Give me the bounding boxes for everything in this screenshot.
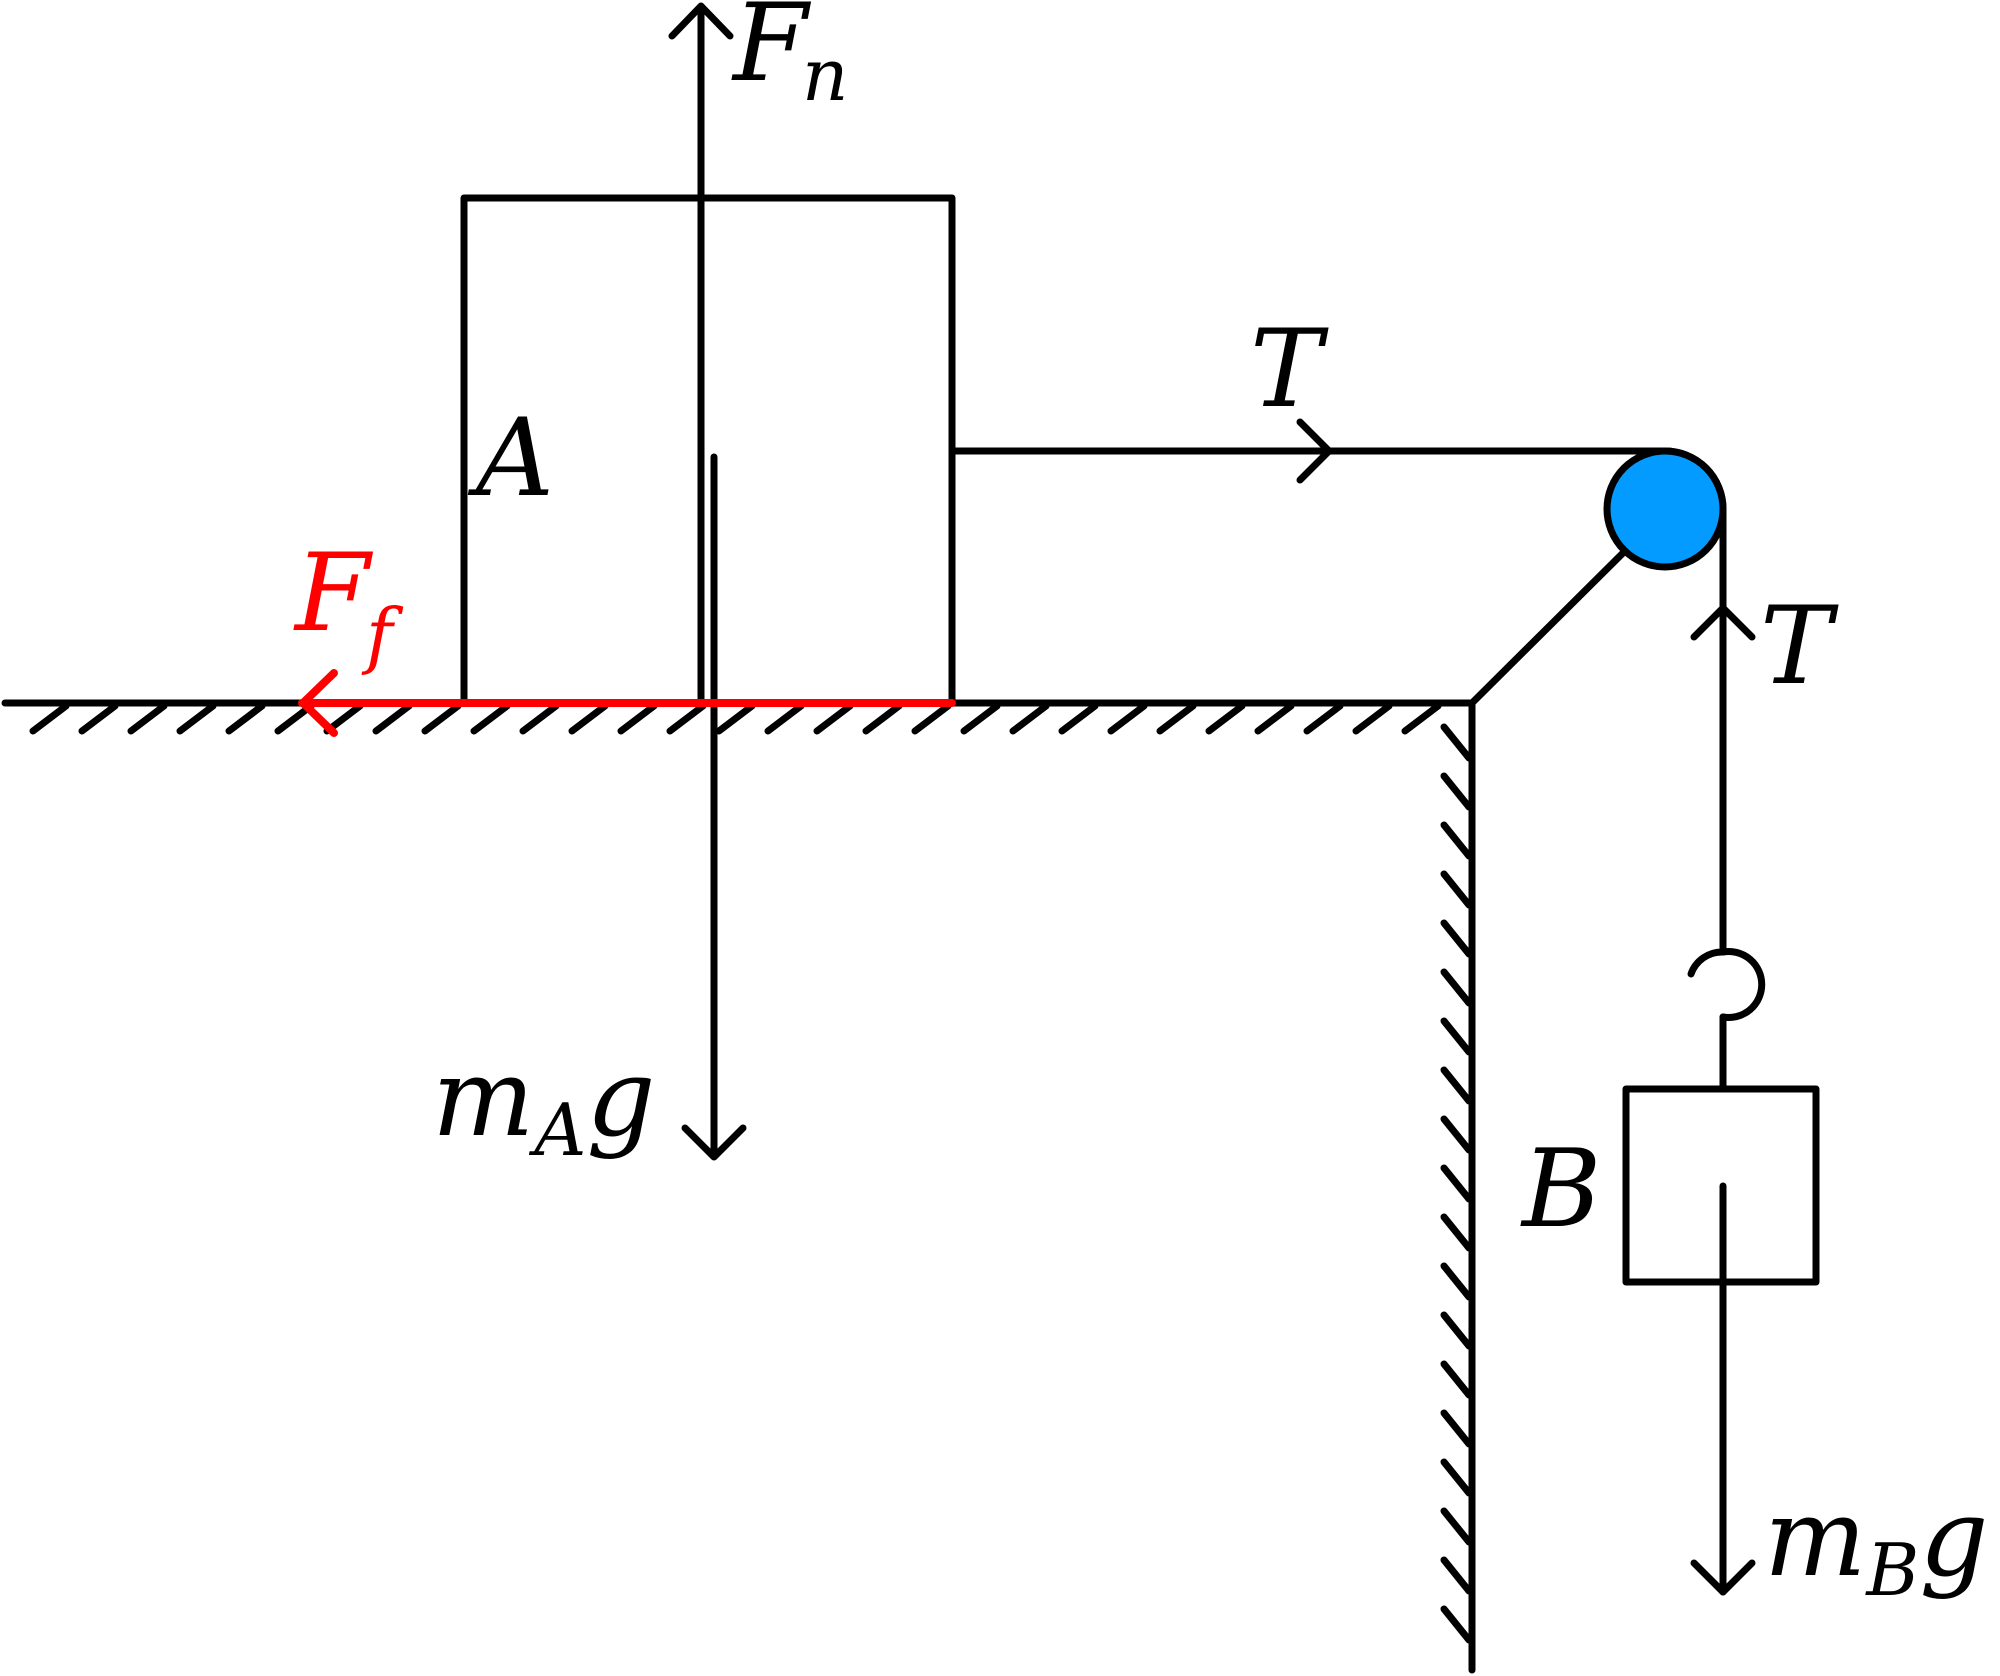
weight-b-label: mBg (1764, 1476, 1988, 1612)
weight-b-tail: g (1919, 1476, 1988, 1601)
block-b-label: B (1520, 1127, 1601, 1252)
wall-hatch-mark (1440, 1360, 1473, 1399)
tension-vertical-head (1690, 604, 1756, 641)
pulley (1603, 447, 1727, 571)
wall-hatch-mark (1440, 772, 1473, 811)
ground-hatch-mark (176, 702, 217, 735)
wall-hatch-mark (1440, 1164, 1473, 1203)
wall-hatch-mark (1440, 1262, 1473, 1301)
wall-hatch-mark (1440, 1458, 1473, 1497)
ground-hatch-mark (862, 702, 903, 735)
weight-b-arrow (1690, 1182, 1756, 1596)
ground-hatching (29, 702, 1442, 735)
ground-hatch-mark (470, 702, 511, 735)
ground-hatch-mark (960, 702, 1001, 735)
ground-hatch-mark (127, 702, 168, 735)
ground-hatch-mark (568, 702, 609, 735)
weight-a-main: m (432, 1036, 534, 1161)
normal-force-label: Fn (731, 0, 848, 117)
friction-force-arrow (298, 669, 956, 737)
weight-a-tail: g (586, 1036, 655, 1161)
tension-horizontal-label: T (1250, 307, 1329, 432)
wall-hatch-mark (1440, 1066, 1473, 1105)
ground-hatch-mark (78, 702, 119, 735)
wall-hatch-mark (1440, 723, 1473, 762)
ground-hatch-mark (1303, 702, 1344, 735)
ground-hatch-mark (1058, 702, 1099, 735)
wall-hatch-mark (1440, 1556, 1473, 1595)
wall-hatching (1440, 723, 1473, 1644)
weight-a-label: mAg (432, 1036, 656, 1172)
normal-force-main: F (731, 0, 812, 106)
ground-hatch-mark (519, 702, 560, 735)
tension-horizontal-arrow (948, 418, 1669, 484)
ground-hatch-mark (1254, 702, 1295, 735)
ground-hatch-mark (372, 702, 413, 735)
ground-hatch-mark (1009, 702, 1050, 735)
friction-force-head (299, 669, 338, 737)
weight-a-arrow (681, 453, 747, 1161)
hook-tip (1687, 948, 1727, 978)
ground-hatch-mark (666, 702, 707, 735)
ground (1, 699, 1474, 735)
normal-force-head (668, 2, 734, 40)
ground-hatch-mark (421, 702, 462, 735)
weight-a-head (681, 1124, 747, 1161)
hook (1719, 948, 1766, 1021)
ground-hatch-mark (813, 702, 854, 735)
weight-b-sub: B (1864, 1528, 1919, 1612)
ground-hatch-mark (1156, 702, 1197, 735)
wall-hatch-mark (1440, 1507, 1473, 1546)
block-a-label: A (467, 396, 554, 521)
friction-force-label: Ff (293, 531, 404, 677)
ground-hatch-mark (911, 702, 952, 735)
wall-hatch-mark (1440, 1115, 1473, 1154)
weight-b-main: m (1764, 1476, 1866, 1601)
tension-vertical-arrow (1690, 505, 1756, 956)
friction-force-main: F (293, 531, 374, 656)
ground-hatch-mark (1352, 702, 1393, 735)
weight-b-head (1690, 1559, 1756, 1596)
wall-hatch-mark (1440, 1017, 1473, 1056)
wall-hatch-mark (1440, 919, 1473, 958)
ground-hatch-mark (1205, 702, 1246, 735)
ground-hatch-mark (225, 702, 266, 735)
wall-hatch-mark (1440, 968, 1473, 1007)
friction-force-sub: f (361, 593, 404, 677)
ground-hatch-mark (1401, 702, 1442, 735)
ground-hatch-mark (617, 702, 658, 735)
wall-hatch-mark (1440, 1311, 1473, 1350)
normal-force-sub: n (802, 33, 848, 117)
wall-hatch-mark (1440, 870, 1473, 909)
ground-hatch-mark (1107, 702, 1148, 735)
ground-hatch-mark (29, 702, 70, 735)
wall (1440, 699, 1476, 1674)
normal-force-arrow (668, 2, 734, 707)
wall-hatch-mark (1440, 1605, 1473, 1644)
wall-hatch-mark (1440, 1409, 1473, 1448)
tension-horizontal-head (1296, 418, 1333, 484)
ground-hatch-mark (764, 702, 805, 735)
ground-hatch-mark (715, 702, 756, 735)
pulley-support (1468, 546, 1630, 707)
wall-hatch-mark (1440, 821, 1473, 860)
wall-hatch-mark (1440, 1213, 1473, 1252)
tension-vertical-label: T (1760, 584, 1839, 709)
weight-a-sub: A (528, 1088, 586, 1172)
